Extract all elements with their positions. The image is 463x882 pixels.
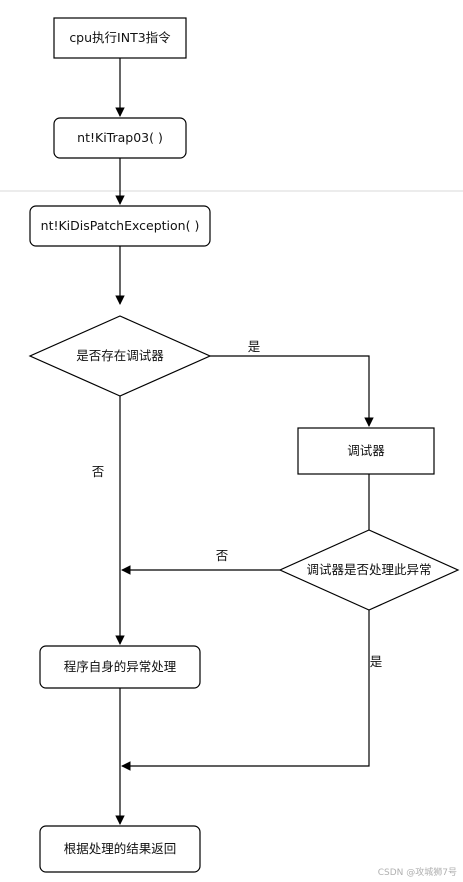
edge-debugger-handles-yes [121,610,370,771]
decision-has-debugger-label: 是否存在调试器 [76,348,164,363]
node-self-handle-label: 程序自身的异常处理 [64,659,177,674]
node-return-result-box [39,825,201,873]
node-return-result-label: 根据处理的结果返回 [64,841,177,856]
watermark: CSDN @攻城狮7号 [377,868,457,878]
node-debugger-label: 调试器 [347,443,385,458]
decision-debugger-handles-label: 调试器是否处理此异常 [306,562,431,577]
edge-has-debugger-yes-label: 是 [248,339,261,354]
edge-debugger-handles-yes-label: 是 [370,654,383,669]
decision-has-debugger: 是否存在调试器 [28,315,212,397]
node-debugger-box [297,427,435,475]
node-cpu-int3: cpu执行INT3指令 [53,17,187,59]
node-kidispatch: nt!KiDisPatchException( ) [29,205,211,247]
edge-debugger-handles-no-label: 否 [216,548,229,563]
node-cpu-int3-label: cpu执行INT3指令 [69,30,171,45]
node-debugger: 调试器 [297,427,435,475]
node-return-result: 根据处理的结果返回 [39,825,201,873]
node-kidispatch-label: nt!KiDisPatchException( ) [41,218,200,233]
node-self-handle: 程序自身的异常处理 [39,645,201,689]
decision-debugger-handles: 调试器是否处理此异常 [278,529,460,611]
edge-has-debugger-no-label: 否 [92,464,105,479]
node-kitrap03-label: nt!KiTrap03( ) [77,130,163,145]
edge-has-debugger-yes [210,355,374,427]
node-kitrap03: nt!KiTrap03( ) [53,117,187,159]
